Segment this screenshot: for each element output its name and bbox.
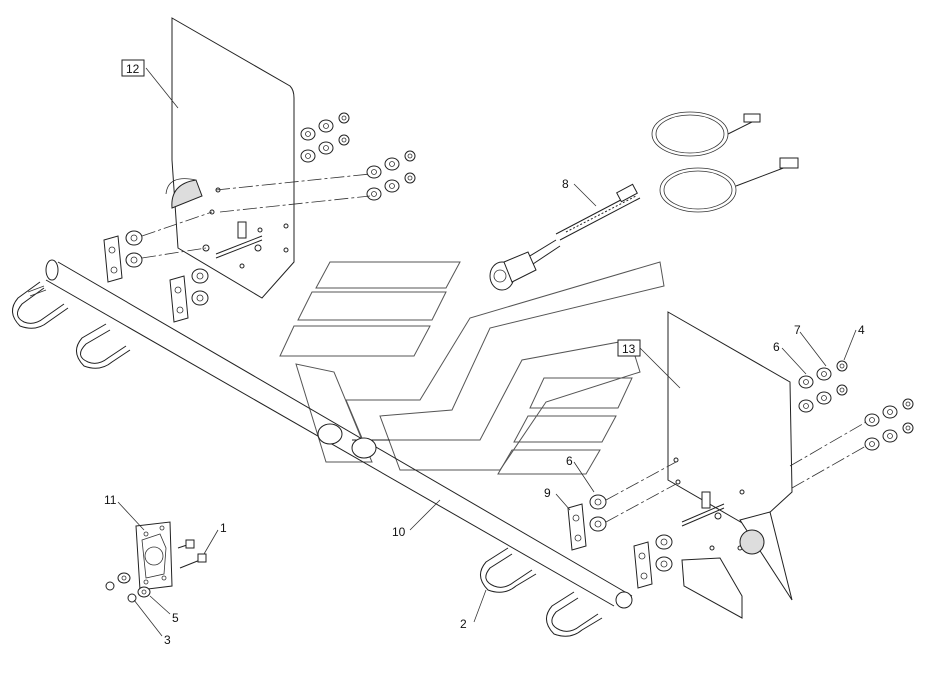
callout-3: 3	[164, 633, 171, 647]
u-bolt-right-lower	[546, 591, 603, 637]
washers-small	[105, 572, 151, 603]
mudflap-left	[165, 17, 295, 299]
callout-7: 7	[794, 323, 801, 337]
tube-long	[45, 259, 633, 609]
callout-4: 4	[858, 323, 865, 337]
bracket-right-lower	[633, 534, 673, 589]
callouts: 12 13 8 7 4 6 6 9 10 11 1 2 5 3	[104, 59, 865, 647]
bracket-left-lower	[169, 268, 209, 323]
callout-10: 10	[392, 525, 406, 539]
callout-6-center: 6	[566, 454, 573, 468]
callout-13: 13	[622, 342, 636, 356]
mudflap-right	[667, 311, 793, 619]
callout-2: 2	[460, 617, 467, 631]
callout-1: 1	[220, 521, 227, 535]
u-bolt-left-lower	[76, 323, 131, 369]
callout-12: 12	[126, 62, 140, 76]
u-bolt-left-upper	[12, 281, 69, 329]
watermark-logo	[279, 261, 665, 475]
cable-assembly	[489, 111, 799, 291]
bracket-left-upper	[103, 211, 213, 283]
callout-11: 11	[104, 493, 117, 507]
mounting-plate	[135, 521, 173, 591]
callout-6-right: 6	[773, 340, 780, 354]
bracket-right-upper	[567, 461, 677, 551]
callout-9: 9	[544, 486, 551, 500]
washer-set-left-top	[215, 112, 416, 213]
bolts	[177, 539, 207, 569]
washer-set-right	[789, 360, 914, 489]
callout-8: 8	[562, 177, 569, 191]
u-bolt-right-upper	[480, 547, 537, 593]
callout-5: 5	[172, 611, 179, 625]
leader-lines	[117, 67, 857, 637]
